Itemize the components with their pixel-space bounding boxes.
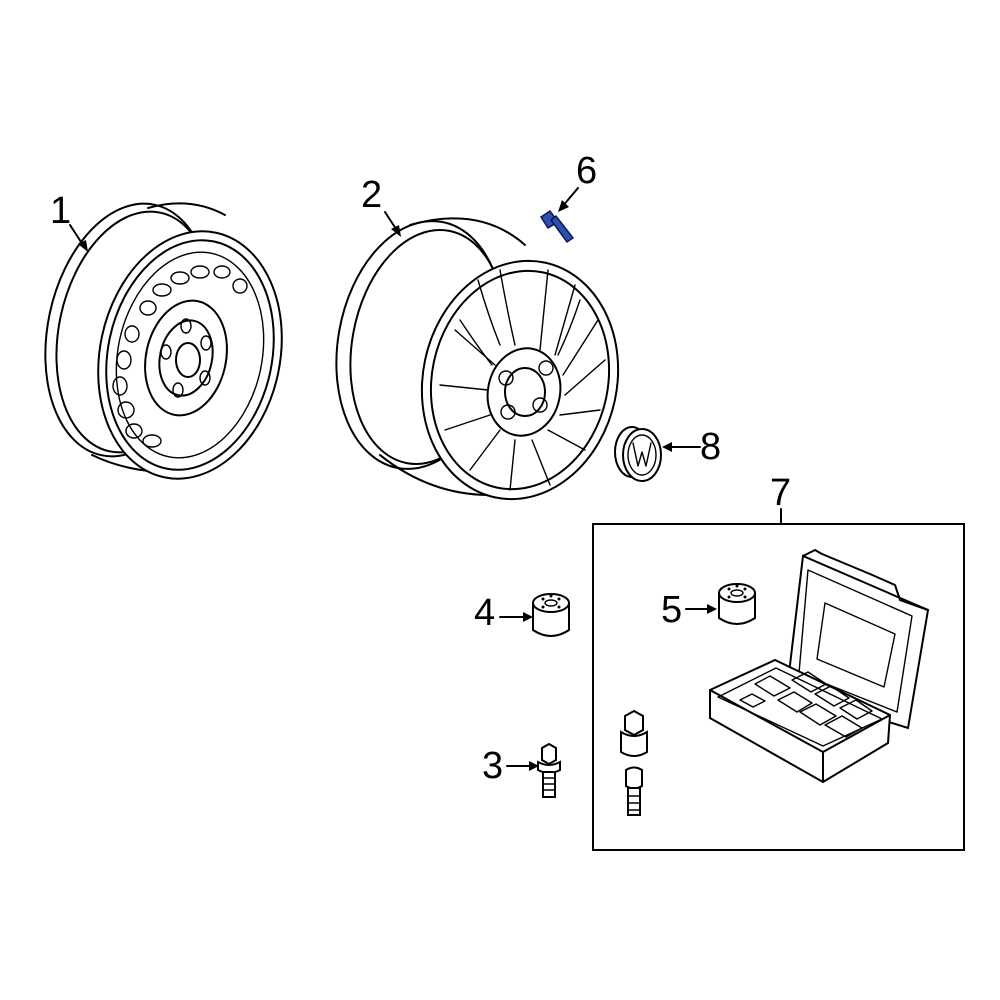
valve-stem[interactable]	[539, 209, 575, 244]
storage-case[interactable]	[709, 549, 930, 784]
callout-5: 5	[661, 589, 683, 631]
callout-6: 6	[576, 150, 598, 192]
lock-adapter-kit[interactable]	[718, 583, 756, 625]
kit-box	[592, 523, 965, 851]
wheel-bolt[interactable]	[537, 742, 561, 798]
key-bolt[interactable]	[625, 766, 643, 816]
callout-2: 2	[361, 174, 383, 216]
callout-4: 4	[474, 592, 496, 634]
callout-8: 8	[700, 426, 722, 468]
key-socket[interactable]	[620, 709, 648, 757]
steel-wheel[interactable]	[23, 188, 304, 496]
alloy-wheel[interactable]	[318, 208, 640, 518]
callout-3: 3	[482, 745, 504, 787]
center-cap[interactable]	[614, 426, 662, 482]
leader-lines	[69, 187, 782, 771]
callout-7: 7	[770, 472, 792, 514]
lock-adapter[interactable]	[532, 593, 570, 637]
callout-1: 1	[50, 190, 72, 232]
